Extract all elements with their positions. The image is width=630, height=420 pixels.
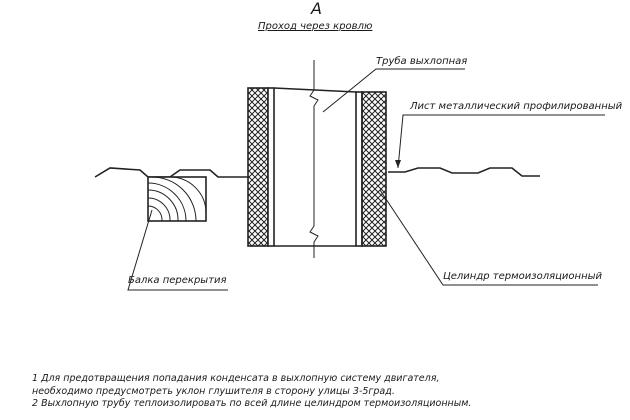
label-insulation-cylinder: Целиндр термоизоляционный (443, 271, 603, 282)
insulation-cylinder-left (247, 87, 275, 247)
note-line-1: 1 Для предотвращения попадания конденсат… (32, 373, 440, 384)
label-exhaust-pipe: Труба выхлопная (376, 56, 468, 67)
exhaust-pipe (273, 60, 357, 258)
floor-beam (147, 176, 207, 222)
arrow-metal-sheet (395, 160, 401, 168)
insulation-cylinder-right (355, 91, 387, 247)
notes: 1 Для предотвращения попадания конденсат… (32, 373, 592, 411)
roof-sheet-left (94, 167, 248, 178)
section-letter: A (311, 0, 322, 18)
note-line-2: необходимо предусмотреть уклон глушителя… (32, 385, 395, 397)
leader-metal-sheet (397, 114, 605, 169)
note-line-3: 2 Выхлопную трубу теплоизолировать по вс… (32, 398, 472, 409)
roof-sheet-right (388, 167, 540, 177)
label-beam: Балка перекрытия (128, 275, 227, 286)
label-metal-sheet: Лист металлический профилированный (410, 101, 623, 112)
leader-cylinder (379, 189, 598, 286)
leader-beam (127, 209, 228, 291)
leader-exhaust-pipe (322, 68, 465, 113)
drawing-title: Проход через кровлю (258, 21, 373, 32)
